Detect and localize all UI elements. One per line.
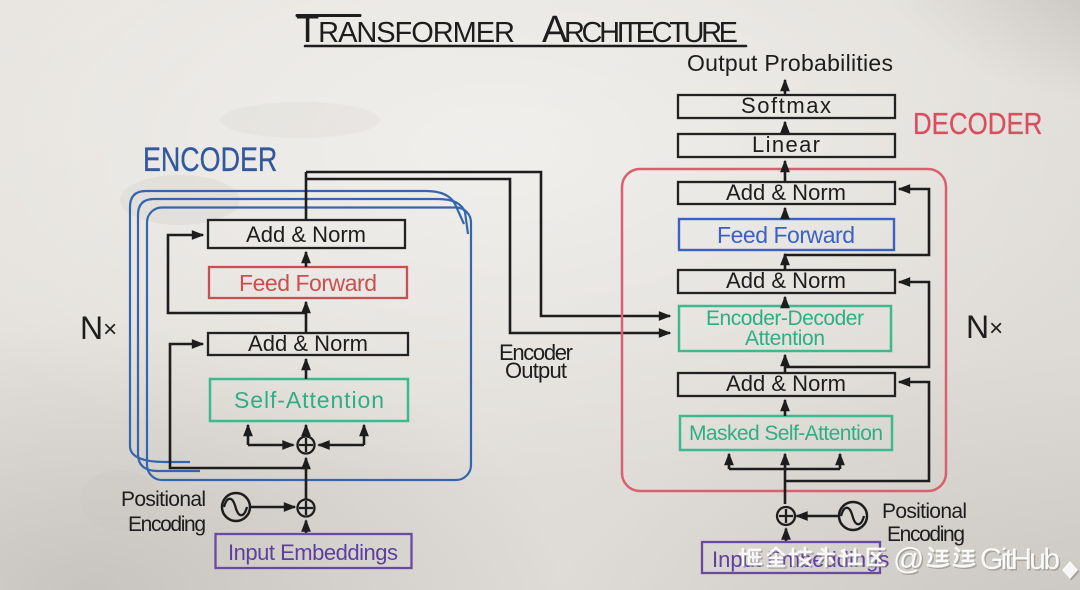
svg-text:Self-Attention: Self-Attention — [234, 387, 384, 413]
svg-text:Add & Norm: Add & Norm — [726, 180, 846, 205]
svg-text:Linear: Linear — [752, 132, 820, 157]
svg-text:Encoder-Decoder: Encoder-Decoder — [706, 307, 864, 330]
svg-text:ENCODER: ENCODER — [143, 141, 277, 179]
svg-text:Softmax: Softmax — [741, 93, 831, 118]
svg-text:Encoding: Encoding — [128, 513, 206, 536]
svg-text:Attention: Attention — [745, 327, 825, 350]
svg-text:Add & Norm: Add & Norm — [726, 371, 846, 396]
svg-text:Output Probabilities: Output Probabilities — [687, 50, 893, 76]
svg-text:Positional: Positional — [882, 500, 967, 523]
svg-text:Masked Self-Attention: Masked Self-Attention — [689, 422, 883, 445]
svg-text:Add & Norm: Add & Norm — [246, 222, 366, 247]
svg-text:N×: N× — [966, 309, 1003, 345]
svg-text:N×: N× — [80, 310, 117, 346]
svg-text:Add & Norm: Add & Norm — [248, 331, 368, 356]
svg-text:Input Embeddings: Input Embeddings — [228, 540, 398, 565]
svg-text:Feed Forward: Feed Forward — [239, 270, 377, 296]
svg-text:Feed Forward: Feed Forward — [717, 222, 855, 248]
svg-text:DECODER: DECODER — [913, 107, 1042, 142]
svg-text:Output: Output — [505, 358, 567, 383]
svg-text:Add & Norm: Add & Norm — [726, 268, 846, 293]
svg-text:Encoder: Encoder — [499, 340, 573, 365]
svg-text:Positional: Positional — [121, 488, 206, 511]
